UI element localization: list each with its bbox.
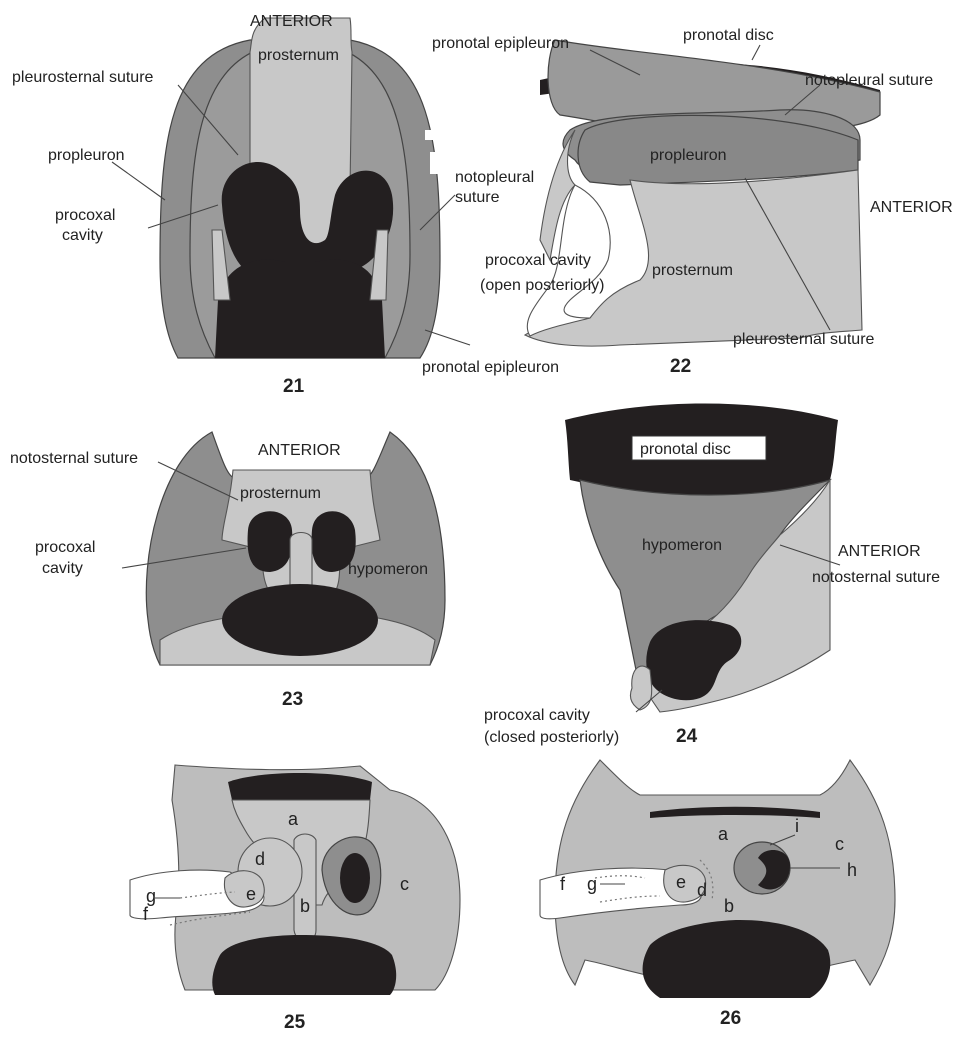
fig22-prosternum-label: prosternum	[652, 262, 733, 279]
fig21-number: 21	[283, 376, 305, 397]
fig26-letter-b: b	[724, 896, 734, 916]
fig21-prosternum-label: prosternum	[258, 47, 339, 64]
fig26-letter-e: e	[676, 872, 686, 892]
fig25-letter-a: a	[288, 809, 299, 829]
fig23-procoxal-label-1: procoxal	[35, 539, 95, 556]
fig25-letter-b: b	[300, 896, 310, 916]
fig25-number: 25	[284, 1012, 306, 1033]
fig22-notopleural-label: notopleural suture	[805, 72, 933, 89]
fig21-epipleuron-label: pronotal epipleuron	[422, 359, 559, 376]
fig22-disc-label: pronotal disc	[683, 27, 774, 44]
fig26-letter-g: g	[587, 874, 597, 894]
fig25-leg-e	[224, 871, 264, 907]
fig22-procoxal-label-2: (open posteriorly)	[480, 277, 605, 294]
fig23-number: 23	[282, 689, 303, 710]
fig21-pointer-epipleuron	[425, 330, 470, 345]
fig26-letter-i: i	[795, 816, 799, 836]
fig23-hypomeron-label: hypomeron	[348, 561, 428, 578]
fig25-letter-e: e	[246, 884, 256, 904]
fig22-number: 22	[670, 356, 691, 377]
fig26-letter-d: d	[697, 880, 707, 900]
fig23-anterior-label: ANTERIOR	[258, 442, 341, 459]
fig21-notopleural-label-2: suture	[455, 189, 500, 206]
fig21-procoxal-label-1: procoxal	[55, 207, 115, 224]
fig24-procoxal-label-2: (closed posteriorly)	[484, 729, 619, 746]
fig21-anterior-label: ANTERIOR	[250, 13, 333, 30]
fig21-procoxal-label-2: cavity	[62, 227, 103, 244]
fig25-letter-g: g	[146, 886, 156, 906]
fig26-number: 26	[720, 1008, 741, 1029]
fig25-coxa-right-dark	[340, 853, 370, 903]
fig22-pleurosternal-label: pleurosternal suture	[733, 331, 875, 348]
fig26-letter-c: c	[835, 834, 844, 854]
fig22-procoxal-label-1: procoxal cavity	[485, 252, 591, 269]
fig24-notosternal-label: notosternal suture	[812, 569, 940, 586]
fig25-anterior-dark	[228, 773, 372, 800]
fig21-notch	[425, 130, 439, 140]
fig21-notopleural-label-1: notopleural	[455, 169, 534, 186]
fig24-left-tip	[630, 666, 651, 710]
fig23-coxa-left	[248, 511, 293, 572]
fig22-anterior-label: ANTERIOR	[870, 199, 953, 216]
fig22-pointer-disc	[752, 45, 760, 60]
fig21-notch-2	[430, 152, 444, 174]
fig26-letter-h: h	[847, 860, 857, 880]
figure-21: ANTERIOR prosternum pleurosternal suture…	[12, 13, 559, 397]
fig25-letter-d: d	[255, 849, 265, 869]
fig24-hypomeron-label: hypomeron	[642, 537, 722, 554]
fig21-propleuron-label: propleuron	[48, 147, 125, 164]
fig24-procoxal-label-1: procoxal cavity	[484, 707, 590, 724]
fig23-procoxal-label-2: cavity	[42, 560, 83, 577]
fig24-disc-label: pronotal disc	[640, 441, 731, 458]
fig21-pointer-propleuron	[112, 162, 165, 200]
fig25-posterior-dark	[212, 935, 396, 995]
fig24-number: 24	[676, 726, 698, 747]
fig25-letter-c: c	[400, 874, 409, 894]
fig22-propleuron-label: propleuron	[650, 147, 727, 164]
fig26-letter-a: a	[718, 824, 729, 844]
figure-23: ANTERIOR notosternal suture prosternum p…	[10, 432, 445, 710]
fig24-anterior-label: ANTERIOR	[838, 543, 921, 560]
fig23-posterior-dark	[222, 584, 378, 656]
fig21-pleurosternal-label: pleurosternal suture	[12, 69, 154, 86]
fig23-notosternal-label: notosternal suture	[10, 450, 138, 467]
figure-22: pronotal epipleuron pronotal disc notopl…	[432, 27, 953, 377]
figure-24: pronotal disc hypomeron ANTERIOR notoste…	[484, 404, 940, 748]
fig21-posterior-dark	[215, 260, 385, 358]
fig22-epipleuron-label: pronotal epipleuron	[432, 35, 569, 52]
figure-26: a i c h f g e d b 26	[540, 760, 895, 1029]
fig23-prosternum-label: prosternum	[240, 485, 321, 502]
figure-25: a d c e g f b 25	[130, 765, 460, 1033]
